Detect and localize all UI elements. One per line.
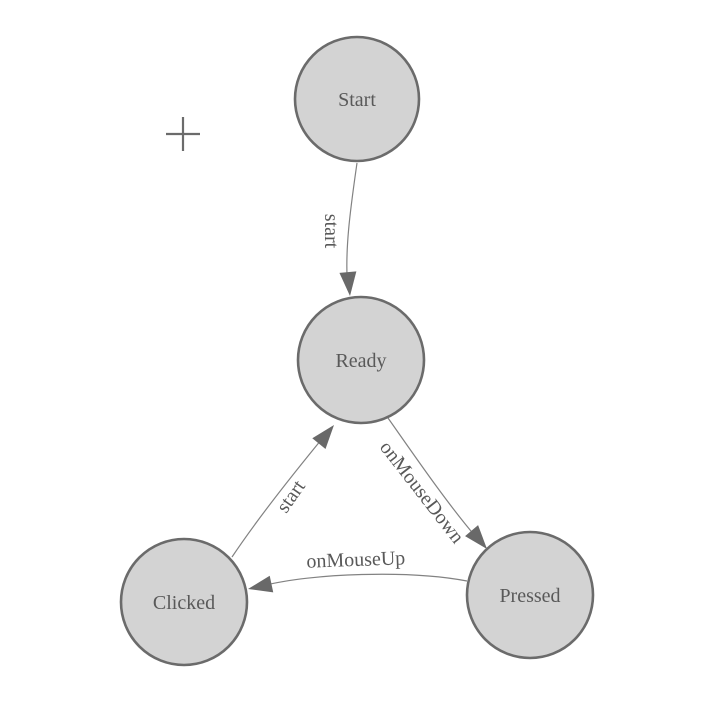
state-circle[interactable]: [293, 35, 421, 163]
state-circle[interactable]: [465, 530, 595, 660]
transition-label: onMouseUp: [306, 547, 406, 572]
state-circle[interactable]: [119, 537, 249, 667]
state-node-pressed[interactable]: Pressed: [465, 530, 595, 660]
transition-edge-clicked-to-ready[interactable]: start: [231, 420, 341, 558]
transition-edge-pressed-to-clicked[interactable]: onMouseUp: [246, 547, 468, 597]
transition-label: start: [320, 214, 342, 249]
transition-edge-start-to-ready[interactable]: start: [320, 162, 358, 297]
arrowhead-icon: [465, 525, 487, 549]
state-circle[interactable]: [296, 295, 426, 425]
state-node-ready[interactable]: Ready: [296, 295, 426, 425]
state-node-clicked[interactable]: Clicked: [119, 537, 249, 667]
edge-path[interactable]: [261, 573, 468, 587]
transition-edge-ready-to-pressed[interactable]: onMouseDown: [375, 417, 493, 554]
arrowhead-icon: [312, 425, 334, 450]
arrowhead-icon: [248, 575, 274, 593]
edge-path[interactable]: [231, 433, 327, 558]
transition-label: onMouseDown: [375, 437, 468, 548]
state-node-start[interactable]: Start: [293, 35, 421, 163]
arrowhead-icon: [339, 271, 357, 296]
crosshair-cursor-icon: [166, 117, 200, 151]
edge-path[interactable]: [387, 417, 477, 538]
edge-path[interactable]: [346, 162, 358, 291]
transition-label: start: [272, 476, 310, 517]
